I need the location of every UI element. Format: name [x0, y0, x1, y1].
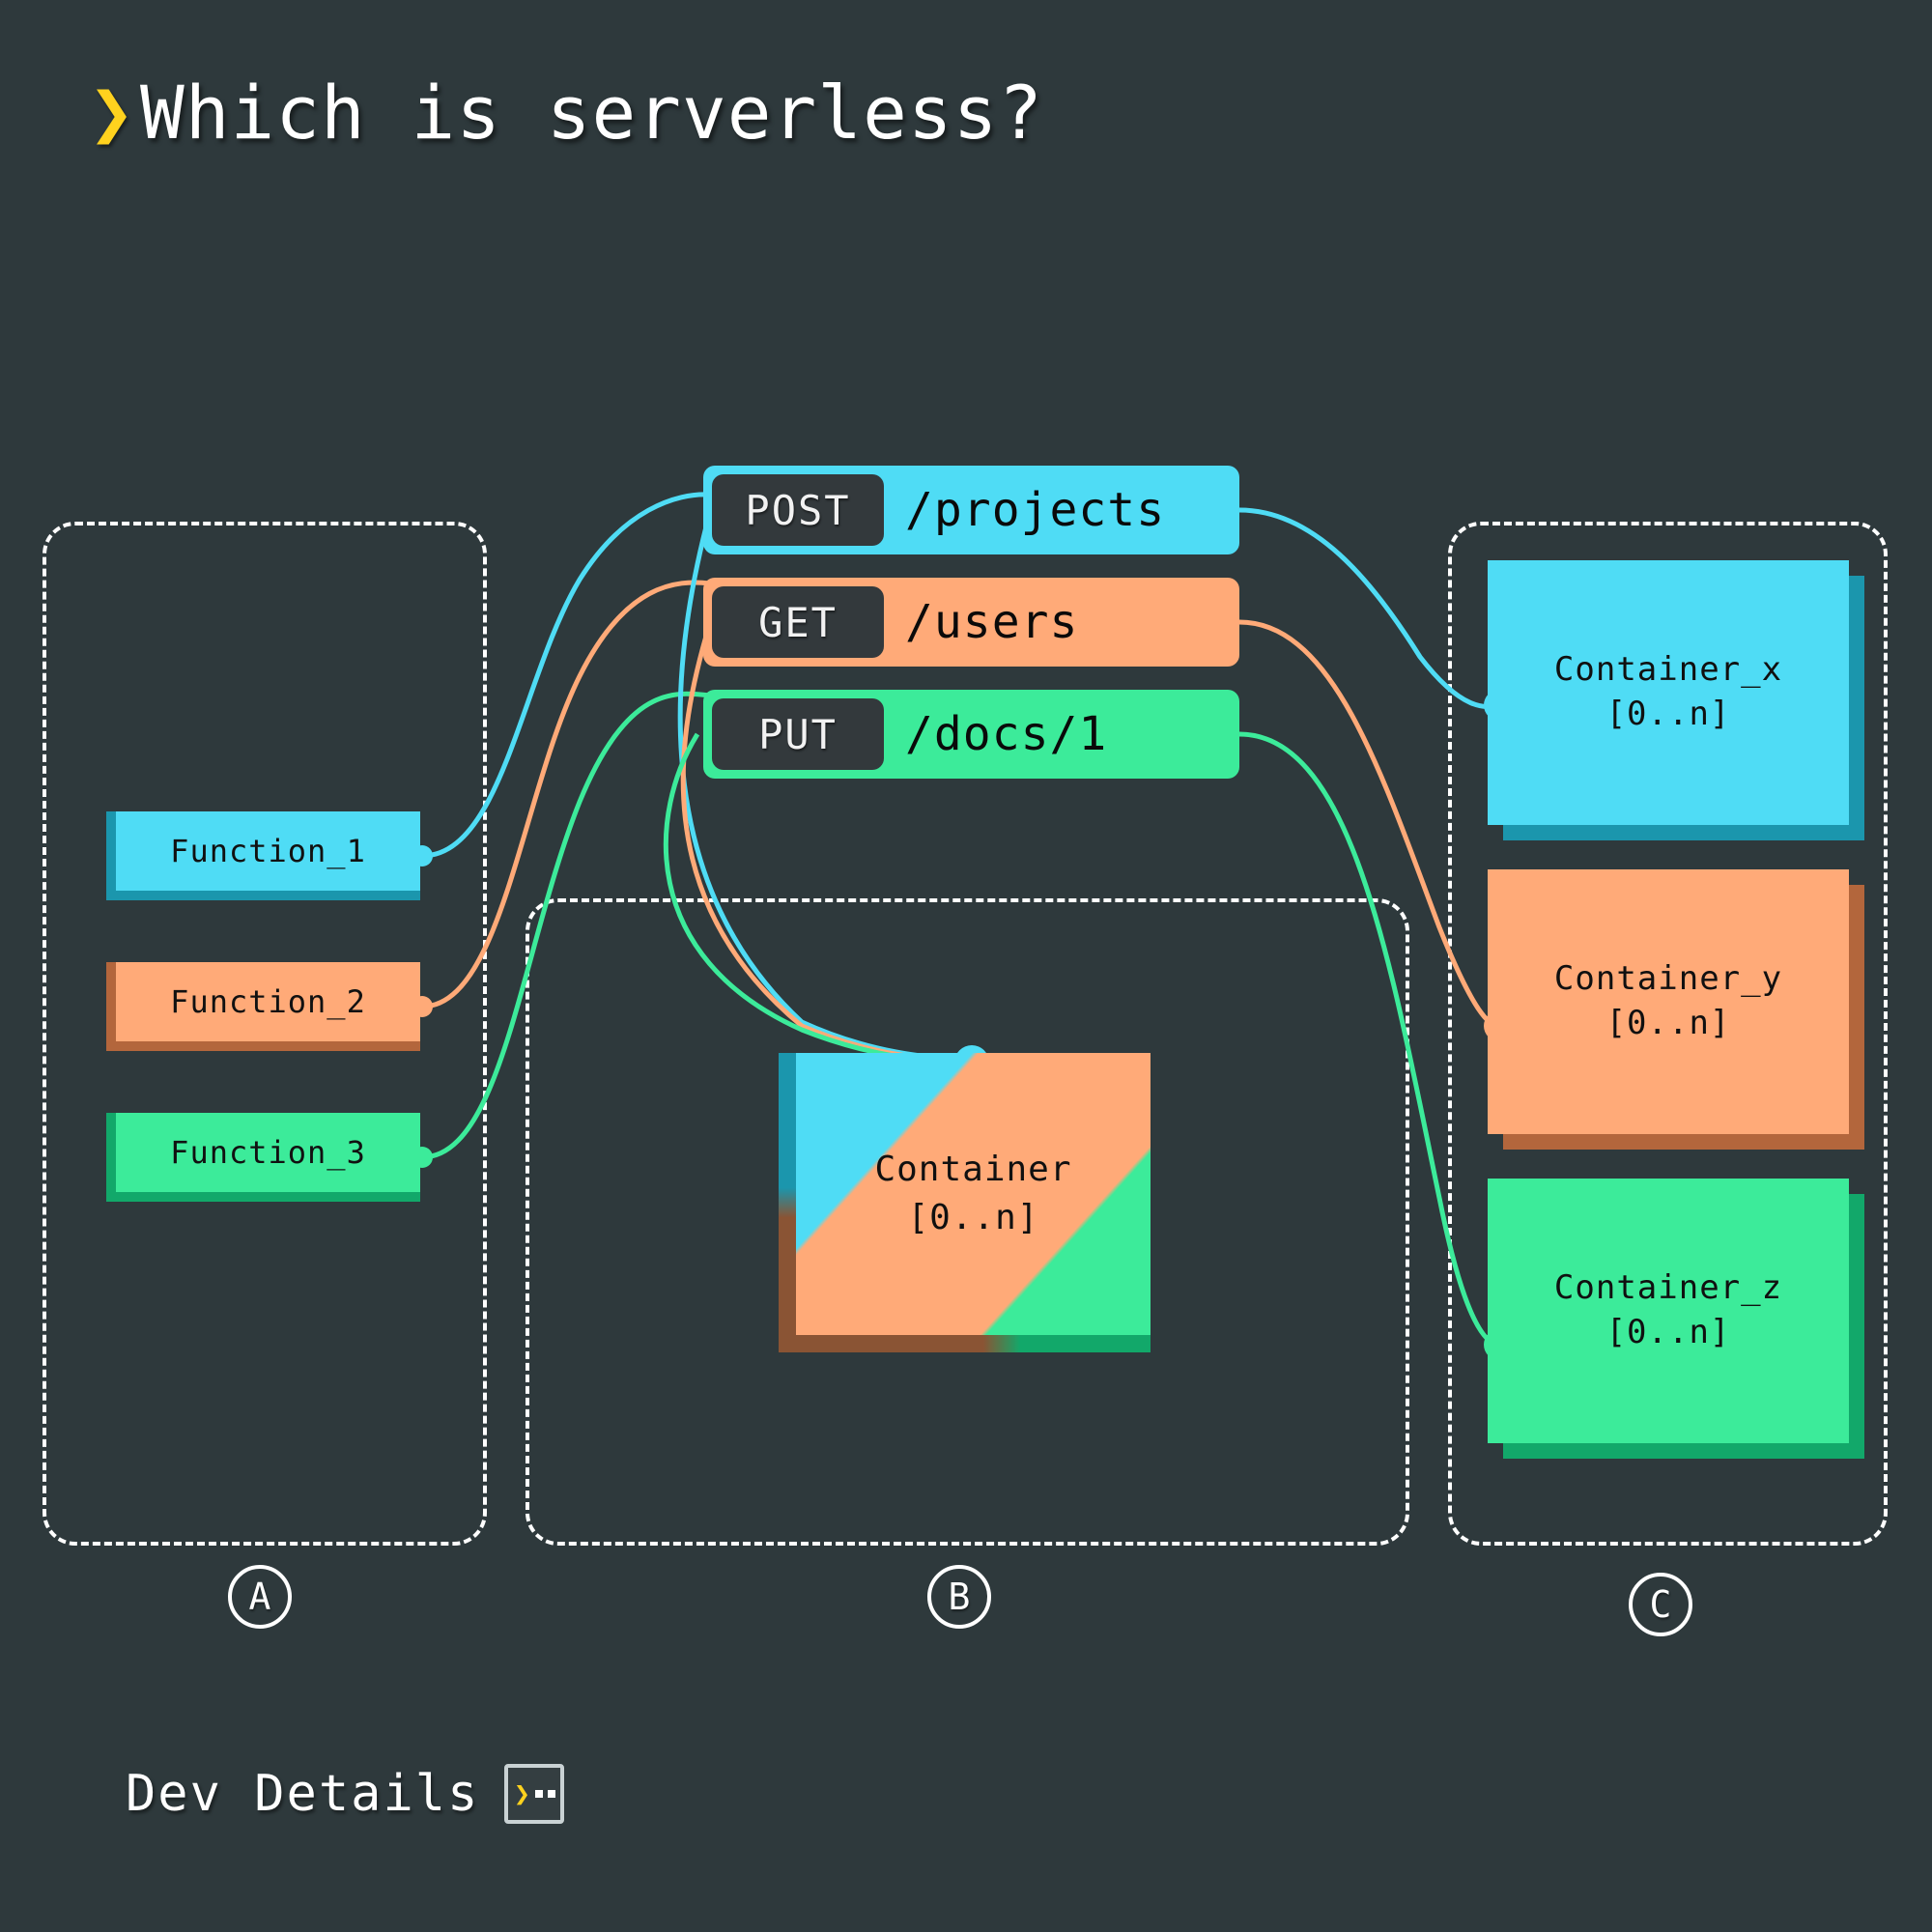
function-label: Function_1 — [170, 833, 366, 869]
endpoint-path: /docs/1 — [905, 707, 1108, 761]
terminal-dot-icon — [547, 1790, 555, 1798]
terminal-chevron-icon: ❯ — [513, 1777, 530, 1809]
group-badge-c: C — [1629, 1573, 1692, 1636]
container-box-z[interactable]: Container_z [0..n] — [1488, 1179, 1864, 1459]
container-cardinality: [0..n] — [907, 1198, 1039, 1237]
container-bevel-left — [779, 1053, 796, 1352]
title-chevron-icon: ❯ — [89, 70, 134, 156]
container-cardinality: [0..n] — [1605, 695, 1731, 733]
http-method-badge: POST — [712, 474, 884, 546]
container-bevel-bottom — [1503, 825, 1864, 840]
terminal-icon[interactable]: ❯ — [504, 1764, 565, 1824]
group-badge-a: A — [228, 1565, 292, 1629]
container-bevel-right — [1849, 576, 1864, 840]
container-name: Container_z — [1553, 1268, 1783, 1308]
function-label: Function_3 — [170, 1134, 366, 1171]
container-bevel-bottom — [1503, 1443, 1864, 1459]
http-method-badge: PUT — [712, 698, 884, 770]
function-label: Function_2 — [170, 983, 366, 1020]
footer: Dev Details ❯ — [126, 1764, 565, 1824]
endpoint-path: /users — [905, 595, 1079, 649]
function-box-2[interactable]: Function_2 — [106, 962, 420, 1051]
container-name: Container — [874, 1149, 1072, 1189]
container-face: Container_y [0..n] — [1488, 869, 1849, 1134]
container-bevel-bottom — [779, 1335, 1151, 1352]
function-box-face: Function_1 — [116, 811, 420, 891]
container-name: Container_y — [1553, 959, 1783, 999]
endpoint-row-put[interactable]: PUT /docs/1 — [703, 690, 1239, 779]
container-face: Container_z [0..n] — [1488, 1179, 1849, 1443]
dev-details-label: Dev Details — [126, 1765, 480, 1823]
container-cardinality: [0..n] — [1605, 1004, 1731, 1042]
container-bevel-bottom — [1503, 1134, 1864, 1150]
container-bevel-right — [1849, 1194, 1864, 1459]
endpoint-path: /projects — [905, 483, 1166, 537]
endpoint-row-post[interactable]: POST /projects — [703, 466, 1239, 554]
container-face: Container_x [0..n] — [1488, 560, 1849, 825]
container-name: Container_x — [1553, 650, 1783, 690]
container-box-shared[interactable]: Container [0..n] — [779, 1053, 1151, 1352]
container-box-y[interactable]: Container_y [0..n] — [1488, 869, 1864, 1150]
container-face: Container [0..n] — [796, 1053, 1151, 1335]
title-text: Which is serverless? — [139, 70, 1044, 156]
function-box-3[interactable]: Function_3 — [106, 1113, 420, 1202]
function-box-1[interactable]: Function_1 — [106, 811, 420, 900]
container-cardinality: [0..n] — [1605, 1313, 1731, 1351]
container-bevel-right — [1849, 885, 1864, 1150]
container-box-x[interactable]: Container_x [0..n] — [1488, 560, 1864, 840]
endpoint-row-get[interactable]: GET /users — [703, 578, 1239, 667]
function-box-face: Function_2 — [116, 962, 420, 1041]
http-method-badge: GET — [712, 586, 884, 658]
group-badge-b: B — [927, 1565, 991, 1629]
terminal-dot-icon — [534, 1790, 543, 1798]
function-box-face: Function_3 — [116, 1113, 420, 1192]
page-title: ❯ Which is serverless? — [89, 75, 1043, 151]
